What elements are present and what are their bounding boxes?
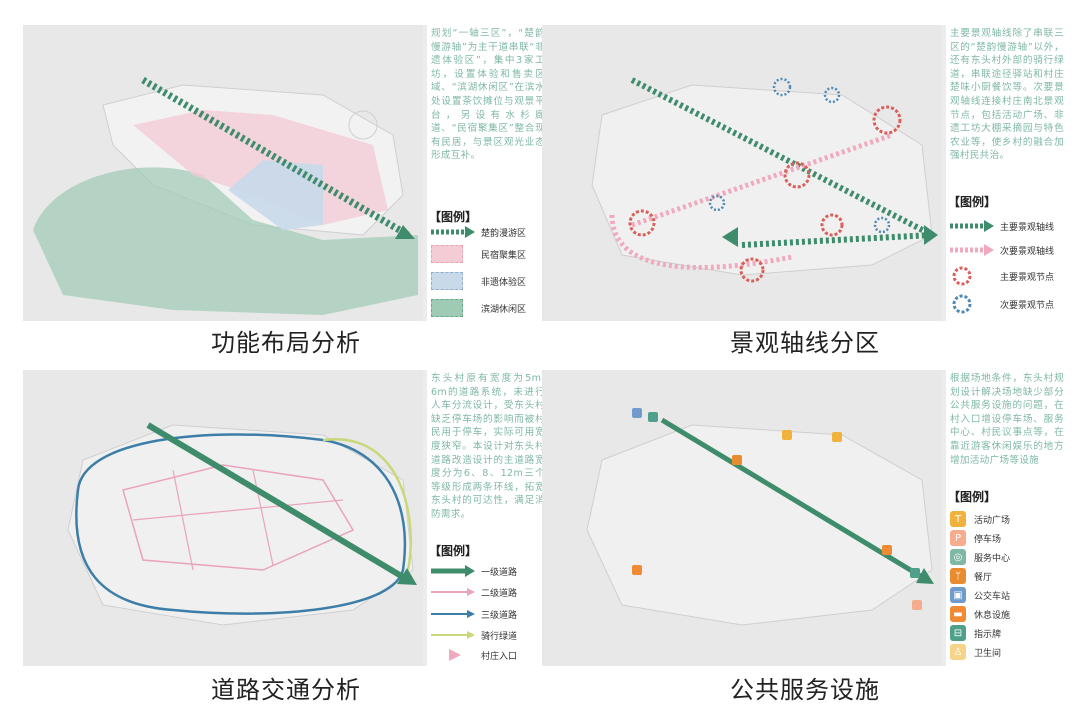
description: 根据场地条件，东头村规划设计解决场地缺少部分公共服务设施的问题，在村入口增设停车… xyxy=(950,373,1064,466)
panel-landscape-axis: 主要景观轴线除了串联三区的“楚韵慢游轴”以外，还有东头村外部的骑行绿道，串联途径… xyxy=(542,25,1068,321)
bus-stop-icon xyxy=(632,408,642,418)
arrow-icon xyxy=(431,610,475,618)
rest-facility-icon xyxy=(882,545,892,555)
rest-facility-icon: ▬ xyxy=(950,606,966,622)
side-landscape-axis: 主要景观轴线除了串联三区的“楚韵慢游轴”以外，还有东头村外部的骑行绿道，串联途径… xyxy=(946,25,1068,321)
rest-facility-icon xyxy=(632,565,642,575)
panel-title: 景观轴线分区 xyxy=(730,329,880,357)
panel-function-layout: 规划“一轴三区”，“楚韵慢游轴”为主干道串联“非遗体验区”，集中3家工坊，设置体… xyxy=(23,25,549,321)
panel-title: 道路交通分析 xyxy=(211,676,361,704)
legend-item: 次要景观轴线 xyxy=(950,239,1054,261)
legend-item: 三级道路 xyxy=(431,603,517,625)
signpost-icon: ⊟ xyxy=(950,625,966,641)
toilet-icon: ♙ xyxy=(950,644,966,660)
legend-item: ▬ 休息设施 xyxy=(950,603,1010,625)
restaurant-icon xyxy=(732,455,742,465)
landscape-axis-map xyxy=(542,25,942,321)
arrow-icon xyxy=(431,565,475,577)
legend-item: 村庄入口 xyxy=(431,644,517,666)
legend-item: 楚韵漫游区 xyxy=(431,221,526,243)
legend-title: 【图例】 xyxy=(948,195,997,209)
parking-icon xyxy=(912,600,922,610)
swatch-icon xyxy=(431,245,463,263)
side-road-traffic: 东头村原有宽度为5m-6m的道路系统，未进行人车分流设计，受东头村缺乏停车场的影… xyxy=(427,370,549,666)
dotted-arrow-icon xyxy=(950,220,994,232)
swatch-icon xyxy=(431,299,463,317)
signpost-icon xyxy=(910,568,920,578)
panel-title: 功能布局分析 xyxy=(211,329,361,357)
legend-item: ♙ 卫生间 xyxy=(950,641,1001,663)
lakeside-leisure-zone xyxy=(33,167,418,315)
dotted-circle-icon xyxy=(952,266,972,286)
legend-item: ▣ 公交车站 xyxy=(950,584,1010,606)
restaurant-icon: ᛘ xyxy=(950,568,966,584)
map-function-layout xyxy=(23,25,423,321)
map-public-service xyxy=(542,370,942,666)
legend-item: P 停车场 xyxy=(950,527,1001,549)
cycling-greenway xyxy=(322,438,412,571)
legend-item: 一级道路 xyxy=(431,560,517,582)
bus-stop-icon: ▣ xyxy=(950,587,966,603)
map-landscape-axis xyxy=(542,25,942,321)
description: 主要景观轴线除了串联三区的“楚韵慢游轴”以外，还有东头村外部的骑行绿道，串联途径… xyxy=(950,28,1064,162)
legend-item: ⊟ 指示牌 xyxy=(950,622,1001,644)
swatch-icon xyxy=(431,272,463,290)
road-traffic-map xyxy=(23,370,423,666)
signpost-icon xyxy=(648,412,658,422)
legend-item: 二级道路 xyxy=(431,581,517,603)
heritage-experience-zone xyxy=(228,160,323,230)
tertiary-road xyxy=(75,433,407,615)
legend-item: 滨湖休闲区 xyxy=(431,297,526,319)
plaza-icon xyxy=(832,432,842,442)
entrance-triangle-icon xyxy=(449,649,461,661)
description: 规划“一轴三区”，“楚韵慢游轴”为主干道串联“非遗体验区”，集中3家工坊，设置体… xyxy=(431,28,545,162)
plaza-icon xyxy=(782,430,792,440)
legend-item: ᛘ 餐厅 xyxy=(950,565,992,587)
secondary-axis xyxy=(609,214,793,270)
arrow-icon xyxy=(431,631,475,639)
arrow-icon xyxy=(431,588,475,596)
public-service-map xyxy=(542,370,942,666)
legend-item: 主要景观节点 xyxy=(950,265,1054,287)
dotted-circle-icon xyxy=(952,294,972,314)
legend-title: 【图例】 xyxy=(429,544,478,558)
legend-item: 民宿聚集区 xyxy=(431,243,526,265)
legend-item: 次要景观节点 xyxy=(950,293,1054,315)
activity-plaza-icon: T xyxy=(950,511,966,527)
map-road-traffic xyxy=(23,370,423,666)
primary-road xyxy=(146,422,410,583)
function-layout-map xyxy=(23,25,423,321)
service-center-icon: ◎ xyxy=(950,549,966,565)
parking-icon: P xyxy=(950,530,966,546)
panel-public-service: 根据场地条件，东头村规划设计解决场地缺少部分公共服务设施的问题，在村入口增设停车… xyxy=(542,370,1068,666)
side-function-layout: 规划“一轴三区”，“楚韵慢游轴”为主干道串联“非遗体验区”，集中3家工坊，设置体… xyxy=(427,25,549,321)
legend-title: 【图例】 xyxy=(948,490,997,504)
legend-item: 主要景观轴线 xyxy=(950,215,1054,237)
side-public-service: 根据场地条件，东头村规划设计解决场地缺少部分公共服务设施的问题，在村入口增设停车… xyxy=(946,370,1068,666)
legend-item: 骑行绿道 xyxy=(431,624,517,646)
panel-title: 公共服务设施 xyxy=(730,676,880,704)
main-axis xyxy=(630,77,934,238)
dotted-arrow-icon xyxy=(950,244,994,256)
legend-title: 【图例】 xyxy=(429,210,478,224)
legend-item: T 活动广场 xyxy=(950,508,1010,530)
description: 东头村原有宽度为5m-6m的道路系统，未进行人车分流设计，受东头村缺乏停车场的影… xyxy=(431,373,545,520)
legend-item: ◎ 服务中心 xyxy=(950,546,1010,568)
legend-item: 非遗体验区 xyxy=(431,270,526,292)
panel-road-traffic: 东头村原有宽度为5m-6m的道路系统，未进行人车分流设计，受东头村缺乏停车场的影… xyxy=(23,370,549,666)
dotted-arrow-icon xyxy=(431,226,475,238)
secondary-road xyxy=(122,464,355,571)
